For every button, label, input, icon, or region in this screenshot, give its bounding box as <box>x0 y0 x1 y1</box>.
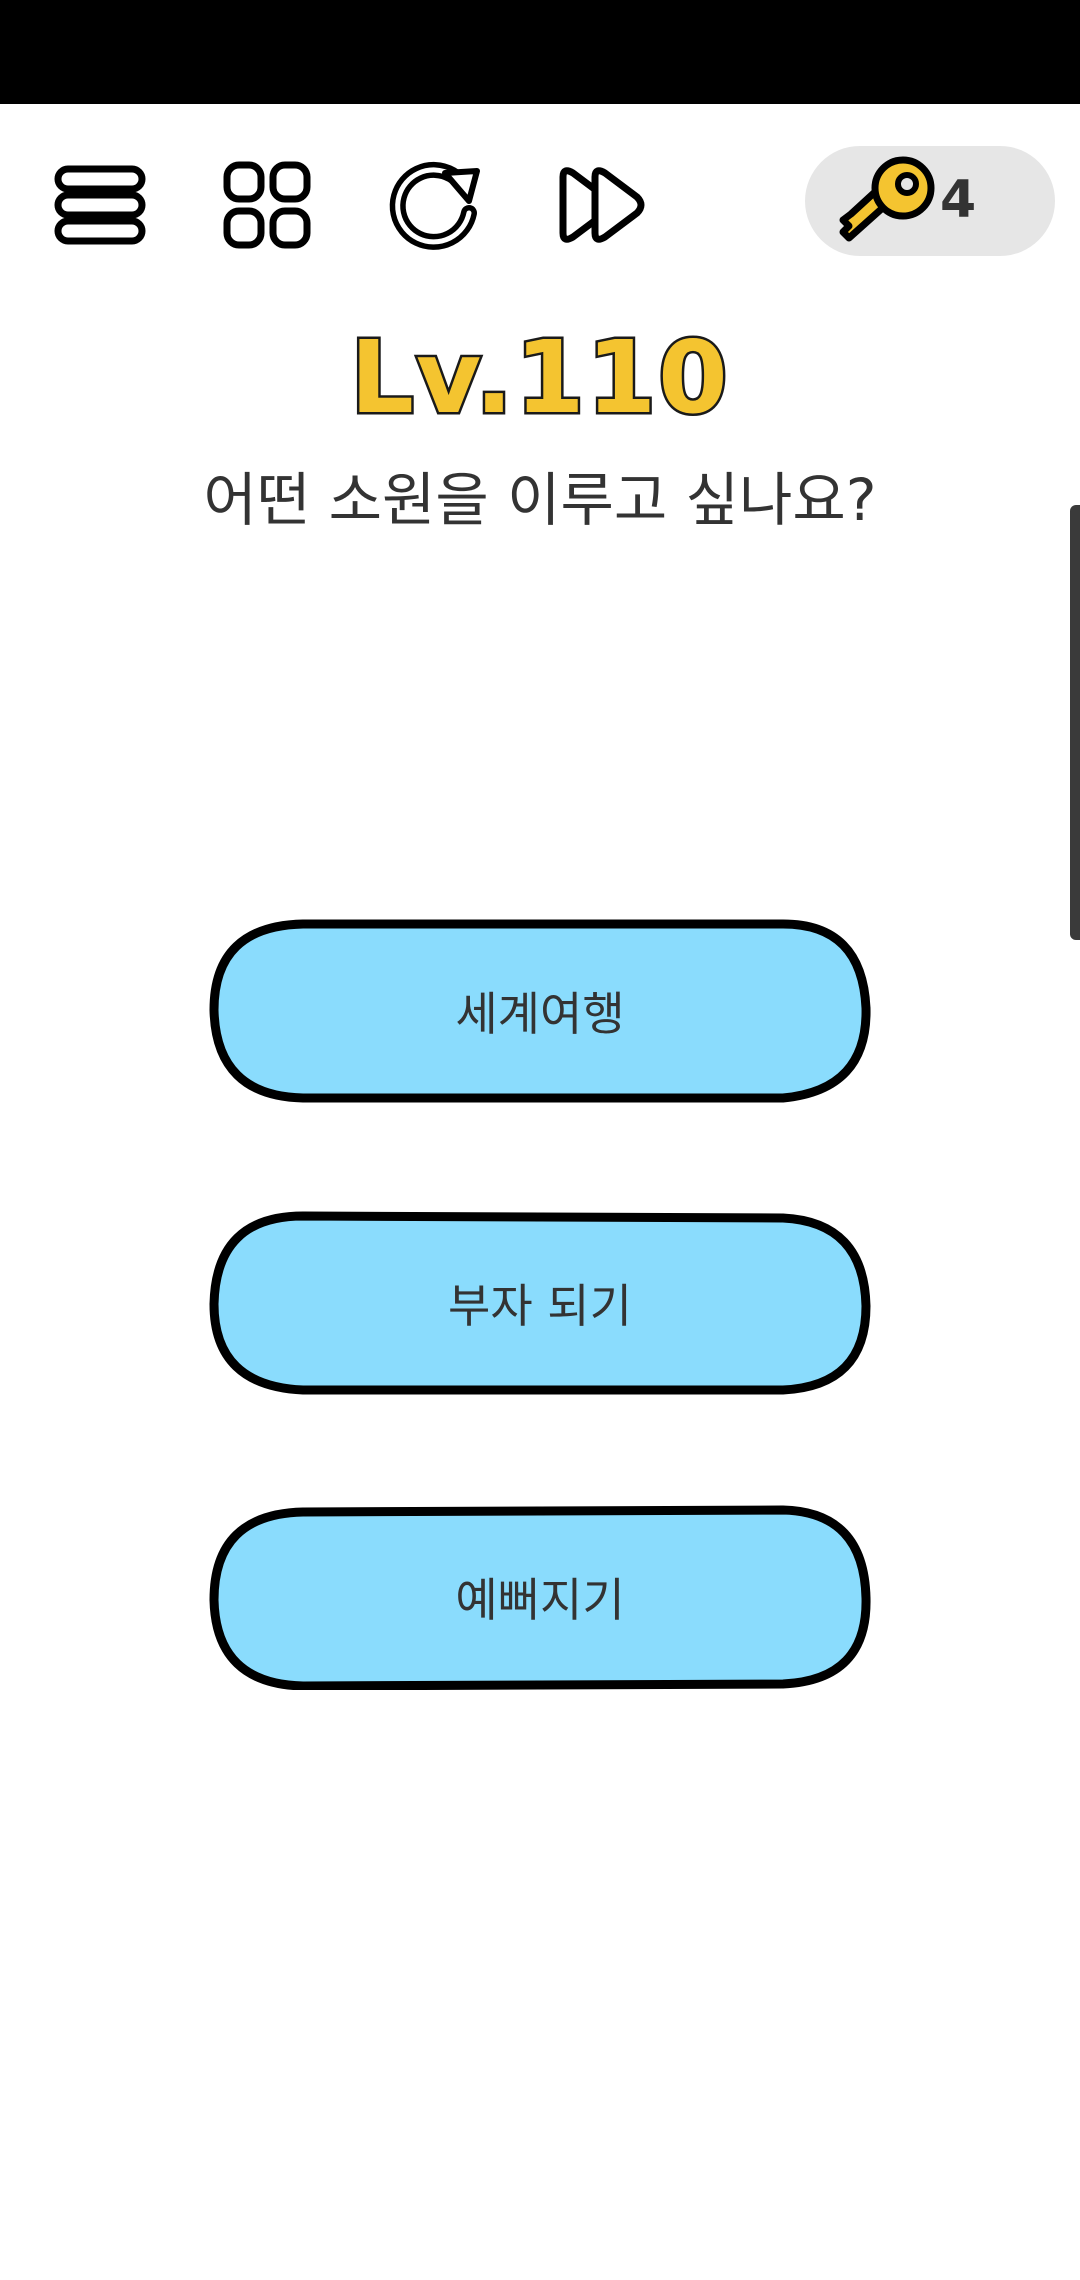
status-bar <box>0 0 1080 104</box>
key-count: 4 <box>940 170 977 230</box>
question-text: 어떤 소원을 이루고 싶나요? <box>203 466 877 534</box>
menu-button[interactable] <box>45 150 155 260</box>
restart-icon <box>389 161 480 250</box>
side-drawer-handle[interactable] <box>1070 505 1080 940</box>
restart-button[interactable] <box>380 150 490 260</box>
grid-icon <box>223 161 311 249</box>
menu-icon <box>54 165 146 245</box>
levels-button[interactable] <box>212 150 322 260</box>
option-label: 부자 되기 <box>448 1279 632 1333</box>
skip-button[interactable] <box>548 150 658 260</box>
skip-icon <box>559 167 645 243</box>
option-label: 세계여행 <box>455 987 625 1041</box>
option-shape <box>209 919 871 1103</box>
option-shape <box>209 1211 871 1395</box>
option-shape <box>209 1505 871 1690</box>
option-label: 예뻐지기 <box>455 1573 625 1627</box>
option-world-travel-button[interactable]: 세계여행 <box>208 918 872 1104</box>
option-get-rich-button[interactable]: 부자 되기 <box>208 1210 872 1396</box>
level-title: Lv.110 <box>348 317 730 439</box>
key-icon <box>839 156 935 242</box>
key-counter[interactable]: 4 <box>805 146 1055 256</box>
option-become-pretty-button[interactable]: 예뻐지기 <box>208 1504 872 1690</box>
